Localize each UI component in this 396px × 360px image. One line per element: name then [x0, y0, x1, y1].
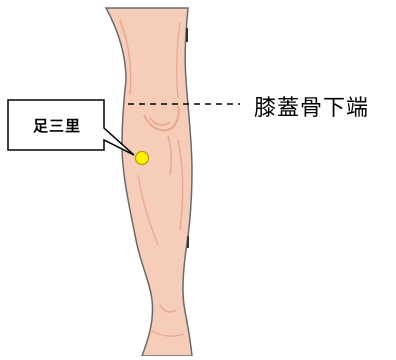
- acupoint-label: 足三里: [32, 116, 81, 135]
- callout-box: [7, 99, 135, 156]
- kneecap-shadow: [143, 105, 180, 132]
- landmark-label: 膝蓋骨下端: [254, 96, 370, 121]
- shin-contour: [177, 139, 184, 231]
- foot-contour: [149, 329, 185, 337]
- knee-crease: [167, 135, 173, 176]
- leg-outline: [104, 7, 193, 357]
- acupoint-marker: [134, 150, 150, 166]
- calf-contour: [137, 174, 159, 246]
- thigh-contour: [119, 19, 132, 96]
- kneecap-shadow-inner: [149, 117, 171, 126]
- ankle-contour: [159, 304, 177, 313]
- thigh-contour-right: [176, 21, 181, 99]
